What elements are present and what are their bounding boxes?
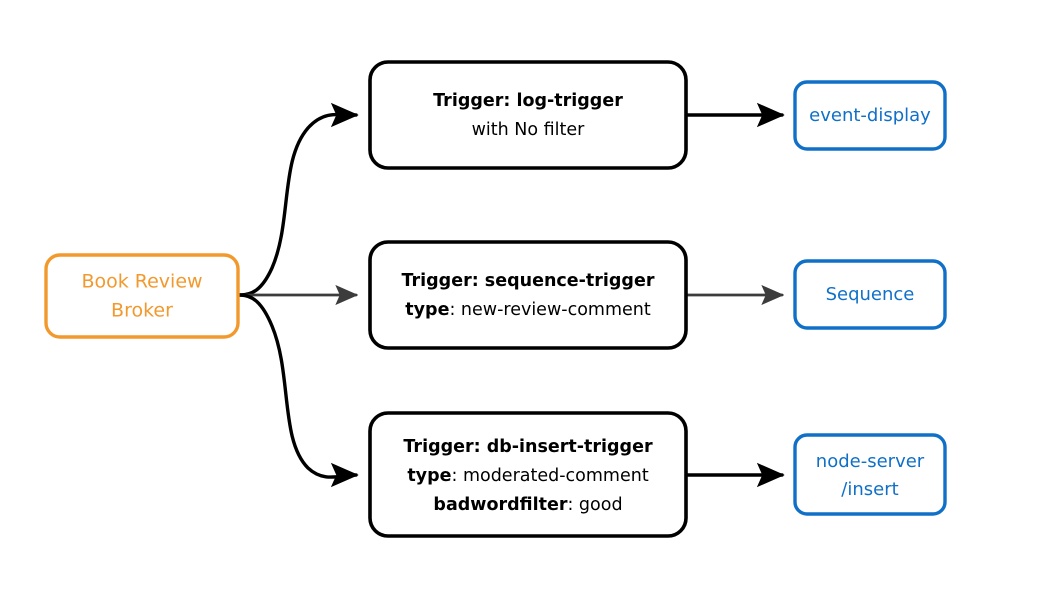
node-trigger-db-insert-trigger[interactable]: Trigger: db-insert-trigger type: moderat… — [368, 411, 688, 538]
edge-broker-to-db-insert-trigger — [238, 293, 359, 488]
node-sink-event-display[interactable]: event-display — [793, 80, 947, 151]
sink-node-server-label-line1: node-server — [816, 451, 925, 472]
trigger-db-insert-line-3-regular: : good — [567, 495, 622, 515]
node-trigger-log-trigger[interactable]: Trigger: log-trigger with No filter — [368, 60, 688, 170]
sink-sequence-box[interactable] — [793, 259, 947, 330]
trigger-log-line-2-regular: with No filter — [472, 120, 586, 140]
node-sink-node-server[interactable]: node-server /insert — [793, 433, 947, 516]
trigger-db-insert-line-2-regular: : moderated-comment — [451, 466, 648, 486]
broker-label-line2: Broker — [111, 300, 173, 322]
trigger-db-insert-line-2-bold: type — [407, 466, 451, 486]
trigger-log-line-2: with No filter — [472, 120, 586, 140]
trigger-sequence-line-2-regular: : new-review-comment — [449, 300, 650, 320]
broker-label-line1: Book Review — [81, 271, 202, 293]
node-trigger-sequence-trigger[interactable]: Trigger: sequence-trigger type: new-revi… — [368, 240, 688, 350]
trigger-db-insert-line-1-bold: Trigger: db-insert-trigger — [403, 437, 653, 457]
trigger-sequence-line-2: type: new-review-comment — [405, 300, 651, 320]
sink-event-display-box[interactable] — [793, 80, 947, 151]
trigger-sequence-box[interactable] — [368, 240, 688, 350]
trigger-db-insert-line-3-bold: badwordfilter — [433, 495, 567, 515]
trigger-log-line-1-bold: Trigger: log-trigger — [433, 91, 623, 111]
trigger-db-insert-box[interactable] — [368, 411, 688, 538]
sink-event-display-label: event-display — [809, 105, 931, 126]
trigger-log-box[interactable] — [368, 60, 688, 170]
trigger-sequence-line-2-bold: type — [405, 300, 449, 320]
trigger-log-line-1: Trigger: log-trigger — [433, 91, 623, 111]
trigger-sequence-line-1: Trigger: sequence-trigger — [402, 271, 655, 291]
trigger-db-insert-line-1: Trigger: db-insert-trigger — [403, 437, 653, 457]
edge-broker-to-log-trigger — [238, 102, 359, 297]
sink-node-server-label-line2: /insert — [841, 479, 898, 500]
trigger-sequence-line-1-bold: Trigger: sequence-trigger — [402, 271, 655, 291]
trigger-db-insert-line-2: type: moderated-comment — [407, 466, 649, 486]
node-book-review-broker[interactable]: Book Review Broker — [44, 253, 240, 339]
broker-box[interactable] — [44, 253, 240, 339]
trigger-db-insert-line-3: badwordfilter: good — [433, 495, 622, 515]
node-sink-sequence[interactable]: Sequence — [793, 259, 947, 330]
sink-sequence-label: Sequence — [826, 284, 915, 305]
sink-node-server-box[interactable] — [793, 433, 947, 516]
